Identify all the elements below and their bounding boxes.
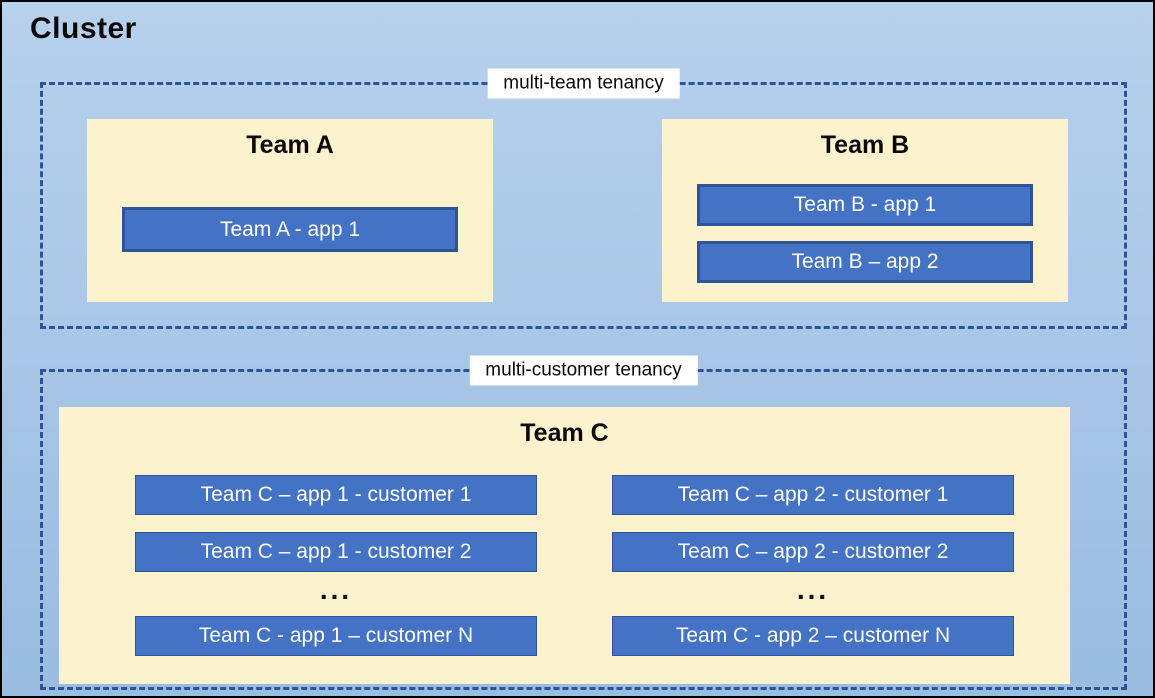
team-c-app1-ellipsis: ... [319,574,353,605]
team-c-app1-customer-n-box: Team C - app 1 – customer N [135,616,537,656]
team-b-app-1-box: Team B - app 1 [697,184,1033,226]
team-c-panel: Team C Team C – app 1 - customer 1 Team … [59,407,1070,684]
team-c-app2-customer-2-box: Team C – app 2 - customer 2 [612,532,1014,572]
team-b-title: Team B [820,131,910,159]
team-c-app2-customer-1-box: Team C – app 2 - customer 1 [612,475,1014,515]
team-b-app-2-box: Team B – app 2 [697,241,1033,283]
team-a-title: Team A [246,131,334,159]
team-c-title: Team C [520,419,609,447]
team-c-app2-customer-n-box: Team C - app 2 – customer N [612,616,1014,656]
multi-customer-tenancy-section: multi-customer tenancy Team C Team C – a… [40,355,1127,690]
cluster-title: Cluster [30,12,137,45]
team-c-app1-customer-1-box: Team C – app 1 - customer 1 [135,475,537,515]
team-b-panel: Team B Team B - app 1 Team B – app 2 [662,119,1068,302]
multi-team-tenancy-section: multi-team tenancy Team A Team A - app 1… [40,68,1127,329]
team-c-app1-customer-2-box: Team C – app 1 - customer 2 [135,532,537,572]
team-a-app-1-box: Team A - app 1 [122,207,458,252]
team-a-panel: Team A Team A - app 1 [87,119,493,302]
multi-customer-tenancy-label: multi-customer tenancy [469,355,698,386]
team-c-app2-ellipsis: ... [796,574,830,605]
multi-team-tenancy-label: multi-team tenancy [487,68,680,99]
